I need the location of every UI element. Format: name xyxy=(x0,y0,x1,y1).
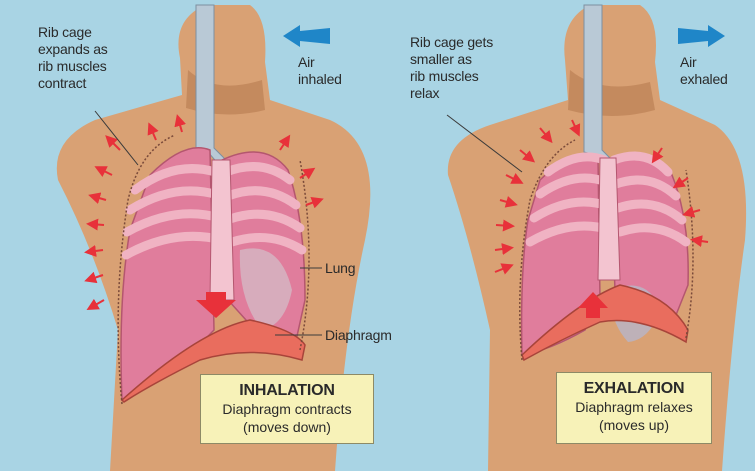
inhalation-caption-box: INHALATION Diaphragm contracts (moves do… xyxy=(200,374,374,444)
air-inhaled-label: Air inhaled xyxy=(298,54,342,88)
left-sternum xyxy=(210,160,234,300)
air-exhaled-label: Air exhaled xyxy=(680,54,728,88)
inhalation-desc-1: Diaphragm contracts xyxy=(201,400,373,418)
exhalation-rib-cage-label: Rib cage gets smaller as rib muscles rel… xyxy=(410,34,493,102)
exhalation-title: EXHALATION xyxy=(557,379,711,398)
inhalation-desc-2: (moves down) xyxy=(201,418,373,436)
exhalation-desc-2: (moves up) xyxy=(557,416,711,434)
right-air-arrow xyxy=(678,25,725,47)
left-air-arrow xyxy=(283,25,330,47)
exhalation-caption-box: EXHALATION Diaphragm relaxes (moves up) xyxy=(556,372,712,444)
inhalation-rib-cage-label: Rib cage expands as rib muscles contract xyxy=(38,24,108,92)
inhalation-title: INHALATION xyxy=(201,381,373,400)
right-sternum xyxy=(598,158,620,280)
lung-label: Lung xyxy=(325,260,355,277)
diaphragm-label: Diaphragm xyxy=(325,327,392,344)
exhalation-desc-1: Diaphragm relaxes xyxy=(557,398,711,416)
